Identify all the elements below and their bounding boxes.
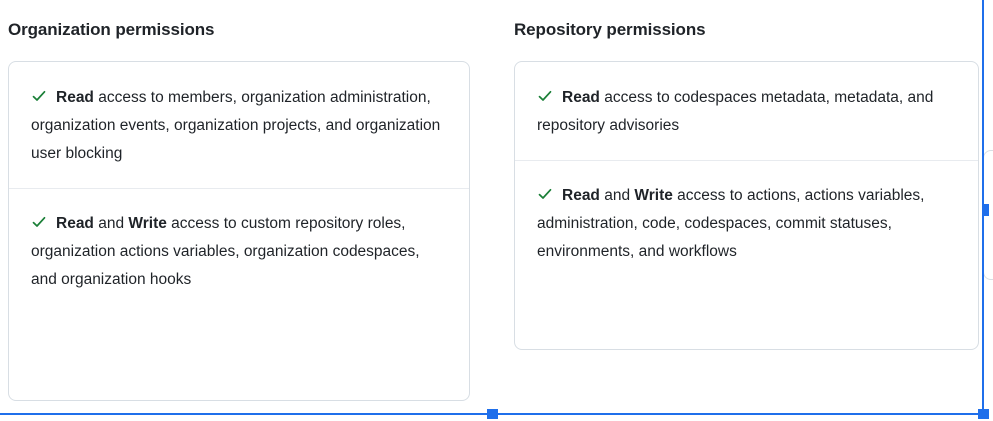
permission-text: Read access to codespaces metadata, meta… — [537, 89, 933, 134]
permission-detail: access to codespaces metadata, metadata,… — [537, 89, 934, 134]
permission-text: Read and Write access to custom reposito… — [31, 215, 420, 288]
permission-level-write: Write — [128, 215, 167, 232]
repository-permissions-heading: Repository permissions — [514, 20, 706, 39]
permission-level-read: Read — [56, 89, 94, 106]
permission-conjunction: and — [599, 187, 635, 204]
resize-handle-bottom-right[interactable] — [978, 409, 989, 419]
check-icon — [537, 186, 553, 202]
organization-permissions-column: Organization permissions Read access to … — [8, 0, 470, 401]
permission-item: Read access to members, organization adm… — [9, 62, 469, 188]
permission-level-read: Read — [562, 187, 600, 204]
permission-text: Read and Write access to actions, action… — [537, 187, 924, 260]
permission-item: Read and Write access to custom reposito… — [9, 188, 469, 314]
permission-item: Read and Write access to actions, action… — [515, 160, 978, 286]
repository-permissions-card: Read access to codespaces metadata, meta… — [514, 61, 979, 350]
resize-handle-right[interactable] — [982, 204, 989, 216]
repository-permissions-column: Repository permissions Read access to co… — [514, 0, 979, 350]
permission-detail: access to custom repository roles, organ… — [31, 215, 420, 288]
permission-detail: access to actions, actions variables, ad… — [537, 187, 925, 260]
permission-item: Read access to codespaces metadata, meta… — [515, 62, 978, 160]
permission-level-write: Write — [634, 187, 673, 204]
organization-permissions-heading: Organization permissions — [8, 20, 215, 39]
organization-permissions-card: Read access to members, organization adm… — [8, 61, 470, 401]
resize-handle-bottom[interactable] — [487, 409, 498, 419]
permission-level-read: Read — [56, 215, 94, 232]
permission-text: Read access to members, organization adm… — [31, 89, 440, 162]
permission-detail: access to members, organization administ… — [31, 89, 441, 162]
check-icon — [31, 88, 47, 104]
check-icon — [537, 88, 553, 104]
check-icon — [31, 214, 47, 230]
permission-conjunction: and — [93, 215, 129, 232]
permission-level-read: Read — [562, 89, 600, 106]
